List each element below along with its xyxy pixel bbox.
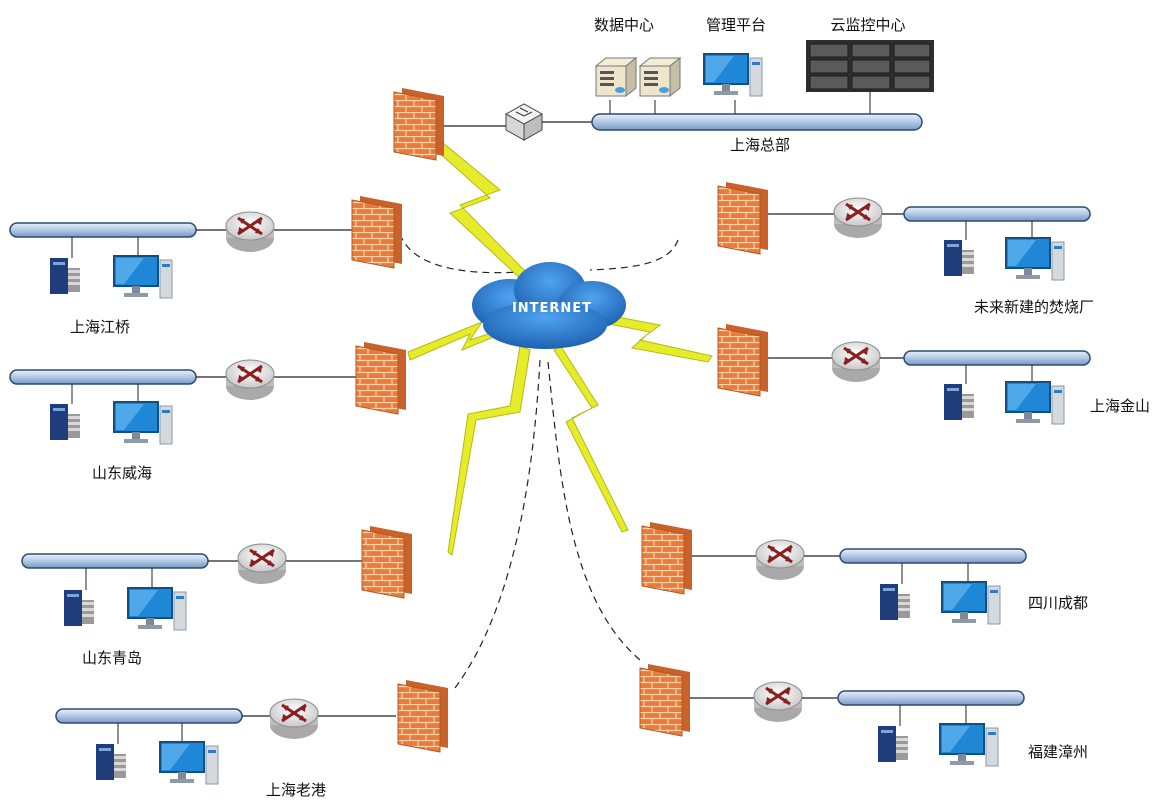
tower-pc-icon [944,240,974,276]
label-headquarters: 上海总部 [730,136,790,154]
lightning-qingdao [447,345,531,556]
lan-bus [55,708,243,724]
firewall-icon [397,679,449,753]
router-icon [832,196,884,240]
internet-cloud: INTERNET [472,262,626,349]
site-label: 四川成都 [1028,594,1088,612]
site-label: 山东威海 [92,464,152,482]
cloud-label: INTERNET [512,301,592,316]
headquarters: 数据中心 管理平台 云监控中心 上海总部 [393,16,934,161]
lan-bus [839,548,1027,564]
firewall-icon [355,341,407,415]
tower-pc-icon [96,744,126,780]
site-weihai: 山东威海 [9,341,407,482]
firewall-icon [351,195,403,269]
connections [399,233,679,689]
tower-pc-icon [64,590,94,626]
firewall-icon [639,663,691,737]
lightning-chengdu [553,344,629,533]
router-icon [752,680,804,724]
site-label: 上海江桥 [70,318,130,336]
link-zhangzhou [547,361,641,661]
router-icon [224,210,276,254]
site-jiangqiao: 上海江桥 [9,195,403,336]
router-icon [236,542,288,586]
router-icon [224,358,276,402]
monitor-icon [127,587,187,631]
site-label: 福建漳州 [1028,743,1088,761]
monitor-icon [113,255,173,299]
lan-bus [9,369,197,385]
site-jinshan: 上海金山 [717,323,1150,425]
firewall-icon [717,181,769,255]
lan-bus [903,350,1091,366]
hq-bus [591,113,923,131]
monitor-icon [941,581,1001,625]
monitor-icon [1005,381,1065,425]
server-icon [639,57,681,97]
server-rack-icon [806,40,934,92]
lan-bus [837,690,1025,706]
tower-pc-icon [880,584,910,620]
lan-bus [21,553,209,569]
hq-firewall [393,87,445,161]
label-cloud-monitor: 云监控中心 [830,16,905,34]
firewall-icon [361,525,413,599]
link-new-incinerator [589,239,679,271]
site-qingdao: 山东青岛 [21,525,413,667]
router-icon [754,538,806,582]
tower-pc-icon [878,726,908,762]
tower-pc-icon [50,404,80,440]
site-chengdu: 四川成都 [641,521,1088,625]
link-laogang [454,359,541,689]
router-icon [830,340,882,384]
monitor-icon [703,53,763,97]
tower-pc-icon [50,258,80,294]
router-icon [268,697,320,741]
site-new-incinerator: 未来新建的焚烧厂 [717,181,1094,316]
monitor-icon [159,741,219,785]
monitor-icon [113,401,173,445]
site-zhangzhou: 福建漳州 [639,663,1088,767]
site-label: 上海老港 [266,781,326,799]
monitor-icon [1005,237,1065,281]
hq-switch [504,103,544,141]
lan-bus [903,206,1091,222]
label-mgmt-platform: 管理平台 [706,16,766,34]
lan-bus [9,222,197,238]
firewall-icon [717,323,769,397]
firewall-icon [641,521,693,595]
site-label: 未来新建的焚烧厂 [974,298,1094,316]
server-icon [595,57,637,97]
label-data-center: 数据中心 [594,16,654,34]
site-label: 山东青岛 [82,649,142,667]
tower-pc-icon [944,384,974,420]
link-jiangqiao [399,233,521,274]
monitor-icon [939,723,999,767]
site-label: 上海金山 [1090,397,1150,415]
site-laogang: 上海老港 [55,679,449,799]
